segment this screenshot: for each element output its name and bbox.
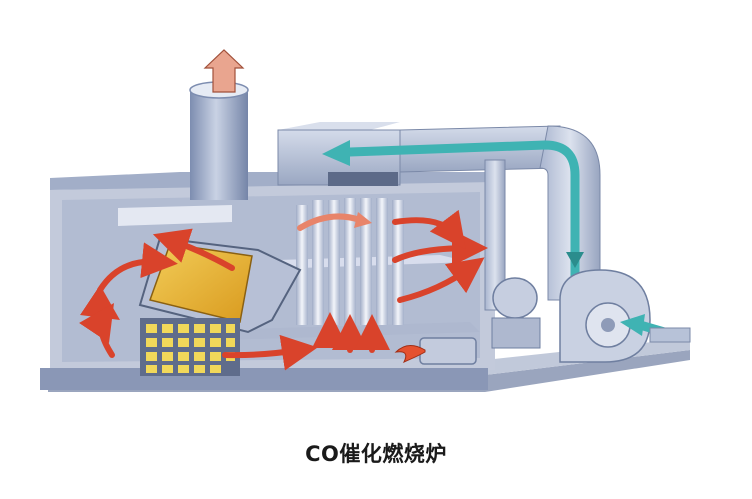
fan-outlet-pipe	[649, 327, 691, 343]
honeycomb-block	[140, 318, 240, 376]
furnace-illustration	[40, 49, 691, 392]
diagram-caption: CO催化燃烧炉	[305, 442, 447, 466]
flow-arrow-duct	[345, 140, 580, 295]
flame-icon	[394, 345, 426, 363]
fan-inlet-arrow-head	[620, 314, 645, 336]
top-rail	[118, 205, 232, 226]
hot-flow-arrow-top	[297, 213, 363, 231]
chimney	[190, 88, 248, 200]
pump-body	[492, 277, 538, 319]
pump-base	[491, 317, 541, 349]
fan-icon	[585, 302, 631, 348]
hot-flow-arrow-top-head	[354, 212, 372, 228]
exhaust-arrow-icon	[203, 49, 245, 93]
inlet-box-top	[278, 122, 400, 130]
inlet-grille	[328, 172, 398, 186]
hot-flow-arrows	[79, 209, 488, 371]
flow-arrow-riser	[566, 252, 584, 268]
burner	[419, 337, 477, 365]
flow-arrow-duct-head	[322, 140, 350, 166]
front-panel	[40, 368, 488, 390]
heat-exchanger-tubes	[296, 198, 404, 325]
